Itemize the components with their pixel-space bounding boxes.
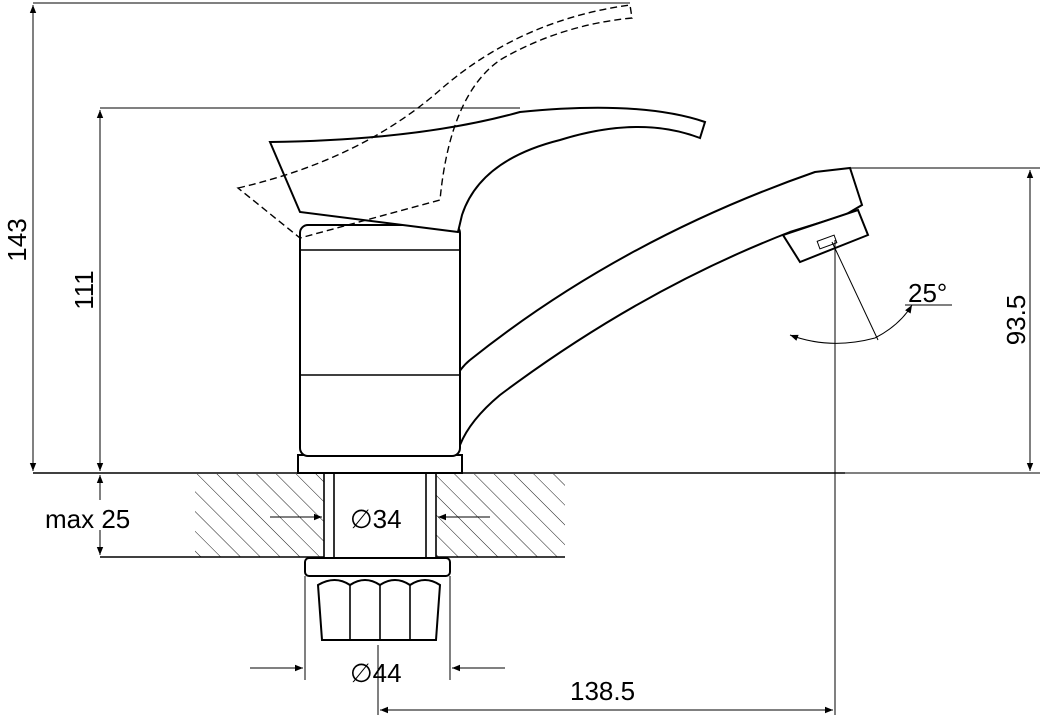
dimension-143: 143 bbox=[2, 2, 630, 471]
dimension-aerator-angle: 25° bbox=[789, 241, 952, 344]
dimension-label: 25° bbox=[908, 278, 947, 308]
mounting-nut bbox=[304, 557, 451, 641]
dimension-label: ∅34 bbox=[350, 504, 402, 534]
lever-open-position bbox=[236, 4, 633, 239]
lever bbox=[268, 106, 707, 234]
dimension-spout-reach: 138.5 bbox=[377, 240, 836, 715]
dimension-pipe-diameter: ∅34 bbox=[270, 504, 490, 534]
dimension-label: ∅44 bbox=[350, 658, 402, 688]
dimension-counter-thickness: max 25 bbox=[45, 475, 130, 555]
spout bbox=[438, 166, 864, 447]
faucet-body bbox=[297, 224, 463, 474]
dimension-label: 138.5 bbox=[570, 676, 635, 706]
dimension-nut-diameter: ∅44 bbox=[250, 576, 505, 688]
aerator bbox=[781, 208, 870, 264]
dimension-93-5: 93.5 bbox=[845, 167, 1040, 474]
dimension-label: max 25 bbox=[45, 504, 130, 534]
dimension-label: 143 bbox=[2, 218, 32, 261]
countertop-section bbox=[33, 472, 845, 558]
dimension-label: 93.5 bbox=[1001, 295, 1031, 346]
dimension-label: 111 bbox=[69, 270, 99, 310]
dimension-111: 111 bbox=[69, 107, 520, 471]
